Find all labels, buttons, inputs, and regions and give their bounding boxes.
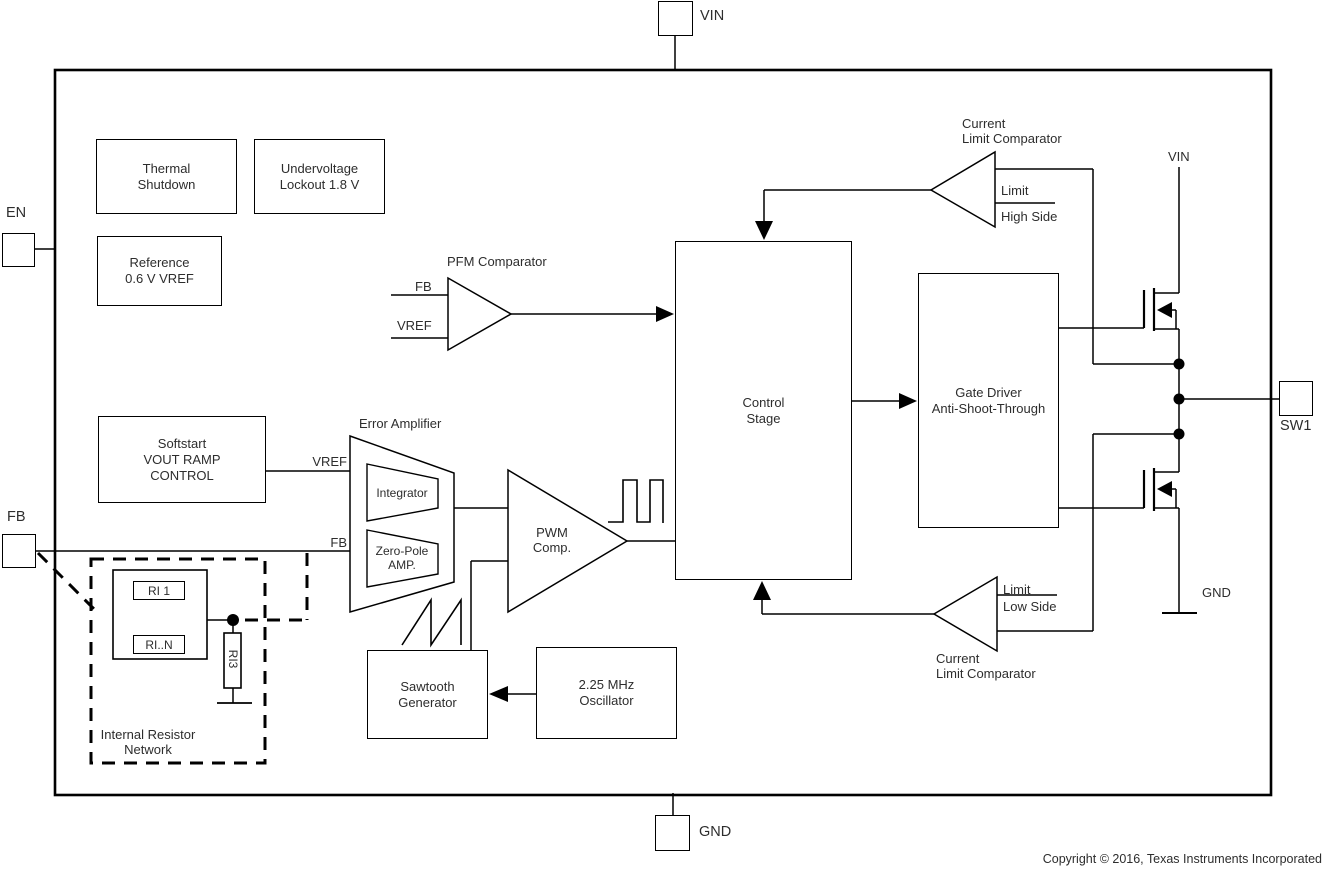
- label-pwm-comp: PWM Comp.: [532, 525, 572, 555]
- pfm-comparator-triangle: [447, 276, 513, 352]
- low-side-mosfet: [1142, 468, 1179, 511]
- pin-label-vin: VIN: [700, 8, 725, 24]
- arrow-pfm-to-control: [656, 306, 674, 322]
- pin-label-sw1: SW1: [1280, 418, 1312, 434]
- arrow-clc-low-to-control: [753, 581, 771, 600]
- label-current-limit-comparator-high: Current Limit Comparator: [962, 116, 1062, 146]
- junction-dots: [227, 358, 1185, 626]
- block-undervoltage-lockout: Undervoltage Lockout 1.8 V: [254, 139, 385, 214]
- pin-label-en: EN: [6, 205, 27, 221]
- label-ea-input-vref: VREF: [312, 454, 347, 469]
- label-limit-low: Limit: [1003, 582, 1031, 597]
- block-sawtooth-generator: Sawtooth Generator: [367, 650, 488, 739]
- label-low-side: Low Side: [1003, 599, 1057, 614]
- label-pfm-input-vref: VREF: [397, 318, 432, 333]
- ic-boundary: [53, 68, 1273, 797]
- mosfet-arrow-icon: [1157, 481, 1172, 497]
- zero-pole-amp-shape: [366, 529, 439, 588]
- block-reference: Reference 0.6 V VREF: [97, 236, 222, 306]
- label-ea-input-fb: FB: [330, 535, 347, 550]
- block-control-stage: Control Stage: [675, 241, 852, 580]
- current-limit-comparator-high-triangle: [929, 150, 996, 229]
- arrowheads: [489, 221, 917, 702]
- label-current-limit-comparator-low: Current Limit Comparator: [936, 651, 1036, 681]
- sawtooth-wave-icon: [401, 597, 462, 648]
- label-gnd-rail: GND: [1202, 585, 1231, 600]
- block-ri1: RI 1: [133, 581, 185, 600]
- resistor-ri3-symbol: [217, 632, 252, 704]
- arrow-clc-high-to-control: [755, 221, 773, 240]
- pin-label-fb: FB: [7, 509, 26, 525]
- pin-gnd: [655, 815, 690, 851]
- current-limit-comparator-low-triangle: [932, 575, 998, 653]
- block-thermal-shutdown: Thermal Shutdown: [96, 139, 237, 214]
- arrow-osc-to-sawtooth: [489, 686, 508, 702]
- arrow-control-to-gatedriver: [899, 393, 917, 409]
- pin-sw1: [1279, 381, 1313, 416]
- label-ri3: RI3: [226, 649, 240, 669]
- label-zero-pole-amp: Zero-Pole AMP.: [375, 544, 429, 572]
- label-pfm-comparator: PFM Comparator: [447, 254, 547, 269]
- label-high-side: High Side: [1001, 209, 1058, 224]
- block-oscillator: 2.25 MHz Oscillator: [536, 647, 677, 739]
- pin-en: [2, 233, 35, 267]
- label-vin-rail: VIN: [1168, 149, 1190, 164]
- copyright-text: Copyright © 2016, Texas Instruments Inco…: [1042, 852, 1322, 866]
- error-amplifier-shape: [349, 434, 455, 613]
- block-rin: RI..N: [133, 635, 185, 654]
- square-wave-icon: [608, 479, 664, 523]
- pin-label-gnd: GND: [699, 824, 732, 840]
- block-softstart: Softstart VOUT RAMP CONTROL: [98, 416, 266, 503]
- block-gate-driver: Gate Driver Anti-Shoot-Through: [918, 273, 1059, 528]
- mosfet-arrow-icon: [1157, 302, 1172, 318]
- label-limit-high: Limit: [1001, 183, 1029, 198]
- wires: [35, 36, 1279, 815]
- pin-fb: [2, 534, 36, 568]
- internal-resistor-network-dashed-box: [36, 551, 309, 765]
- fb-dashed-link: [36, 551, 98, 613]
- label-pfm-input-fb: FB: [415, 279, 432, 294]
- label-error-amplifier: Error Amplifier: [359, 416, 442, 431]
- pwm-comparator-triangle: [507, 468, 629, 614]
- high-side-mosfet: [1142, 288, 1179, 331]
- label-integrator: Integrator: [376, 486, 428, 500]
- integrator-shape: [366, 463, 439, 522]
- label-internal-resistor-network: Internal Resistor Network: [100, 727, 196, 757]
- pin-vin: [658, 1, 693, 36]
